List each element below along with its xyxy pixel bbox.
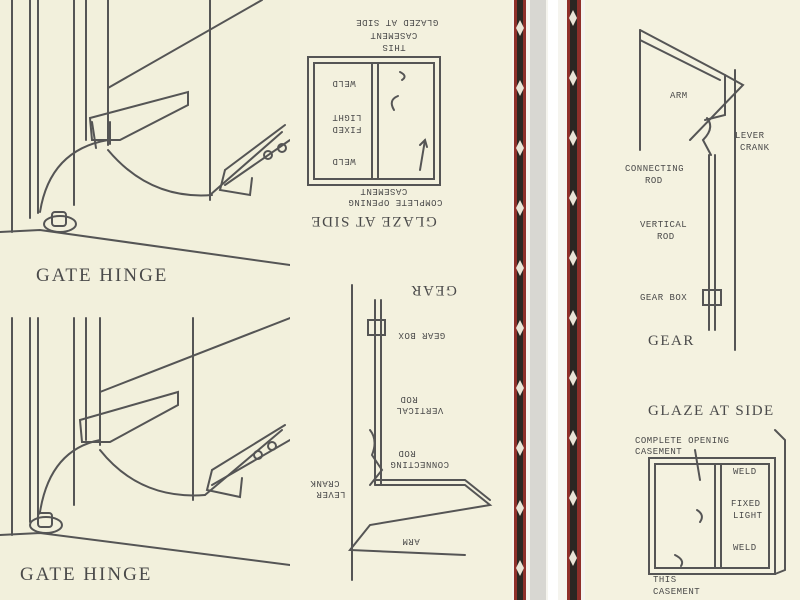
casement-title-line1: THIS (653, 575, 677, 585)
right-page: ARM LEVER CRANK CONNECTING ROD VERTICAL … (585, 0, 800, 600)
weld-label-bottom: WELD (733, 543, 757, 553)
casement-title-line1: THIS (382, 42, 406, 52)
casement-title-line2: CASEMENT (370, 30, 418, 40)
casement-title-line3: GLAZED AT SIDE (355, 17, 439, 27)
glaze-at-side-heading-inverted: GLAZE AT SIDE (310, 213, 437, 229)
lever-crank-label-line1: LEVER (735, 131, 765, 141)
connecting-rod-label-line2: ROD (645, 176, 663, 186)
weld-label-top: WELD (733, 467, 757, 477)
gear-heading: GEAR (648, 333, 695, 349)
gear-box-label: GEAR BOX (640, 293, 688, 303)
spine-diamond-pattern-left (516, 20, 524, 576)
gate-hinge-caption-top: GATE HINGE (36, 265, 169, 286)
lever-crank-label-line1: LEVER (316, 489, 346, 499)
fixed-light-label-line1: FIXED (332, 124, 362, 134)
gate-hinge-drawing-top (0, 0, 290, 266)
arm-label: ARM (670, 91, 688, 101)
vertical-rod-label-line2: ROD (657, 232, 675, 242)
middle-illustrations (307, 56, 493, 581)
complete-opening-label-line1: COMPLETE OPENING (635, 436, 730, 446)
gear-heading-inverted: GEAR (410, 282, 457, 298)
glaze-at-side-heading: GLAZE AT SIDE (648, 403, 775, 419)
right-illustrations (639, 29, 786, 575)
gear-diagram (639, 29, 745, 351)
gear-box-label-inverted: GEAR BOX (398, 330, 446, 340)
fixed-light-label-line2: LIGHT (332, 112, 362, 122)
lever-crank-label-line2: CRANK (740, 143, 770, 153)
gate-hinge-caption-bottom: GATE HINGE (20, 564, 153, 585)
book-spine-gutter (512, 0, 585, 600)
connecting-rod-label-line2: ROD (398, 448, 416, 458)
middle-page: GLAZE AT SIDE GEAR GLAZED AT SIDE CASEME… (290, 0, 512, 600)
weld-label-top: WELD (332, 78, 356, 88)
gear-diagram-inverted (347, 284, 493, 581)
spine-pattern (512, 0, 585, 600)
complete-opening-label-line2: CASEMENT (360, 186, 408, 196)
connecting-rod-label-line1: CONNECTING (625, 164, 685, 174)
casement-diagram (648, 429, 786, 575)
vertical-rod-label-line2: ROD (400, 394, 418, 404)
casement-diagram-inverted (307, 56, 441, 186)
arm-label-inverted: ARM (402, 536, 420, 546)
complete-opening-label-line1: COMPLETE OPENING (348, 197, 443, 207)
vertical-rod-label-line1: VERTICAL (640, 220, 688, 230)
lever-crank-label-line2: CRANK (310, 478, 340, 488)
gate-hinge-illustrations (0, 0, 290, 566)
casement-title-line2: CASEMENT (653, 587, 701, 597)
fixed-light-label-line2: LIGHT (733, 511, 763, 521)
weld-label-bottom: WELD (332, 156, 356, 166)
vertical-rod-label-line1: VERTICAL (396, 405, 444, 415)
left-page: GATE HINGE GATE HINGE (0, 0, 290, 600)
complete-opening-label-line2: CASEMENT (635, 447, 683, 457)
gate-hinge-drawing-bottom (0, 317, 290, 566)
fixed-light-label-line1: FIXED (731, 499, 761, 509)
connecting-rod-label-line1: CONNECTING (390, 459, 450, 469)
spine-diamond-pattern-right (569, 10, 577, 566)
